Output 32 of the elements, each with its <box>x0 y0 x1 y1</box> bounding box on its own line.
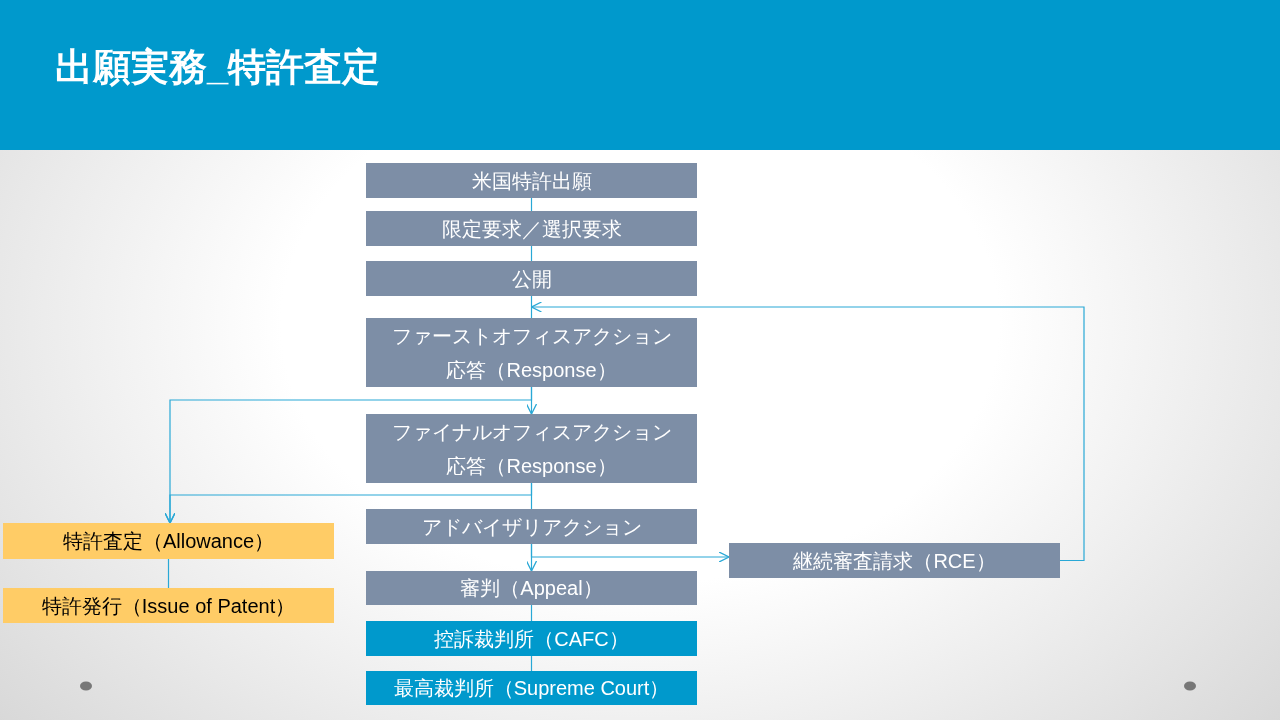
connector-line <box>530 295 533 319</box>
process-box <box>366 509 697 544</box>
box-label: 特許発行（Issue of Patent） <box>41 593 296 619</box>
box-label: 米国特許出願 <box>471 168 592 194</box>
slide-title: 出願実務_特許査定 <box>55 45 381 90</box>
box-label: 公開 <box>511 266 552 292</box>
box-label: ファイナルオフィスアクション <box>391 419 672 445</box>
box-label: 応答（Response） <box>446 453 617 479</box>
arrow <box>530 301 1085 562</box>
box-label: 最高裁判所（Supreme Court） <box>393 676 670 701</box>
box-label: 応答（Response） <box>446 357 617 383</box>
box-label: 特許査定（Allowance） <box>62 529 275 554</box>
connector-line <box>167 558 170 589</box>
box-label: ファーストオフィスアクション <box>391 323 672 349</box>
process-box <box>366 211 697 246</box>
box-label: 限定要求／選択要求 <box>441 216 622 242</box>
process-box <box>366 571 697 605</box>
box-label: 審判（Appeal） <box>460 576 603 601</box>
process-box <box>366 414 697 483</box>
connector-line <box>530 482 533 510</box>
process-box <box>366 318 697 387</box>
box-label: 控訴裁判所（CAFC） <box>434 626 629 652</box>
arrow <box>530 543 730 563</box>
process-box <box>729 543 1060 578</box>
process-box <box>366 621 697 656</box>
process-box <box>366 671 697 705</box>
box-label: 継続審査請求（RCE） <box>793 548 996 574</box>
process-box <box>3 523 334 559</box>
process-box <box>366 261 697 296</box>
box-label: アドバイザリアクション <box>421 514 642 540</box>
process-box <box>366 163 697 198</box>
process-box <box>3 588 334 623</box>
